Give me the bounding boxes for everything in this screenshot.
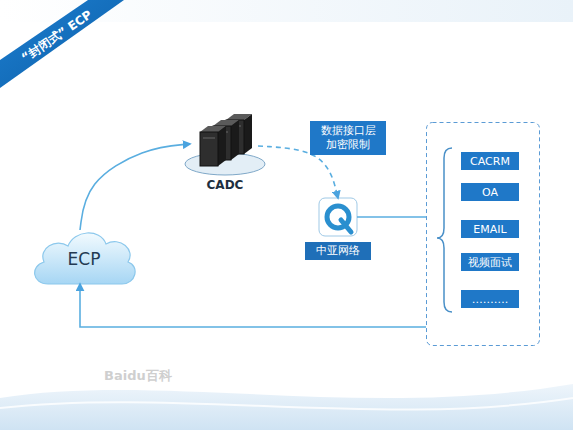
node-label: 视频面试 (468, 255, 512, 270)
icon-shape (305, 198, 371, 278)
node-label: EMAIL (473, 223, 506, 236)
system-box: 视频面试 (461, 253, 519, 271)
node-label: ………. (472, 293, 509, 306)
node-label: CACRM (470, 155, 510, 168)
node-label: 中亚网络 (305, 242, 371, 260)
edge-label: 数据接口层 加密限制 (310, 121, 386, 155)
title-band (0, 0, 124, 88)
system-box: EMAIL (461, 220, 519, 238)
node-label: OA (482, 186, 498, 199)
connector-arrow (357, 216, 426, 218)
system-group: CACRM OA EMAIL 视频面试 ………. (426, 122, 540, 346)
watermark: Baidu百科 (104, 367, 172, 385)
node-label: ECP (68, 249, 101, 269)
bottom-wave-line (0, 398, 573, 410)
cloud-node: ECP (28, 224, 140, 288)
node-label: CADC (180, 178, 270, 192)
server-node: CADC (180, 108, 270, 194)
connector-arrow (80, 284, 426, 327)
system-box: ………. (461, 290, 519, 308)
network-node: 中亚网络 (305, 198, 371, 278)
bottom-wave (0, 384, 573, 430)
system-box: CACRM (461, 152, 519, 170)
bracket (437, 148, 452, 312)
connector-arrow (80, 144, 190, 230)
system-box: OA (461, 183, 519, 201)
